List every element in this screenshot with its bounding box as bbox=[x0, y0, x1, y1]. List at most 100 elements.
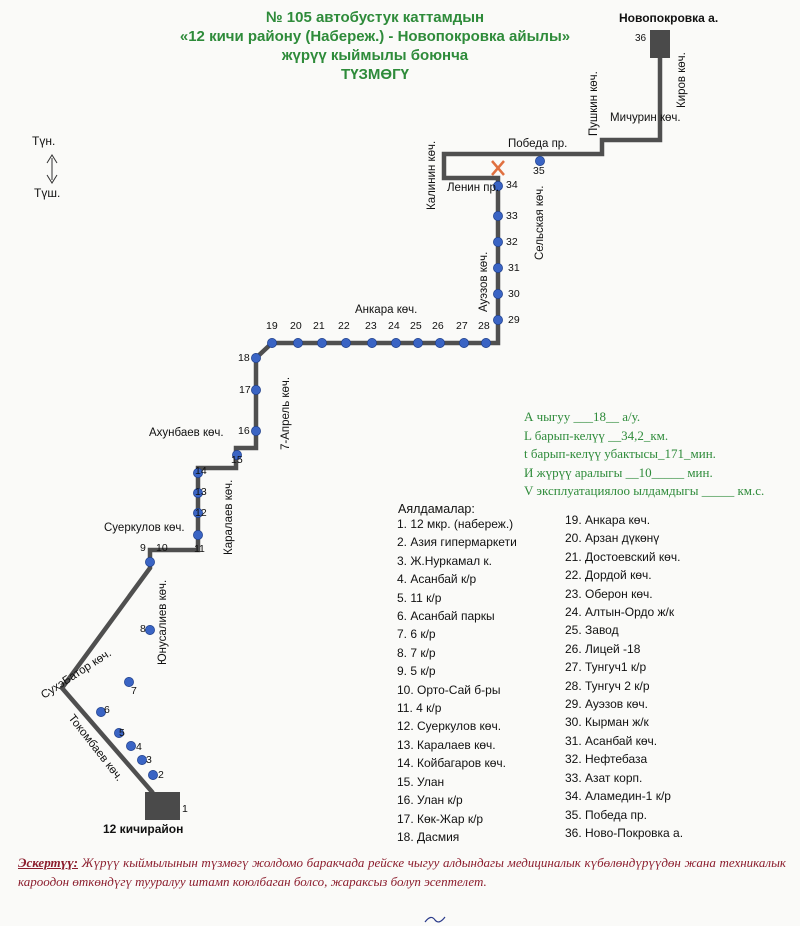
stops-list-column-1: 1. 12 мкр. (набереж.)2. Азия гипермаркет… bbox=[397, 515, 517, 846]
stop-number-20: 20 bbox=[290, 320, 302, 332]
stop-list-item: 30. Кырман ж/к bbox=[565, 715, 649, 730]
stop-number-3: 3 bbox=[146, 754, 152, 766]
stop-number-15: 15 bbox=[231, 454, 243, 466]
stop-list-item: 20. Арзан дүкөнү bbox=[565, 531, 660, 546]
stats-line-5: V эксплуатациялоо ылдамдыгы _____ км.с. bbox=[524, 483, 765, 498]
stop-list-item: 25. Завод bbox=[565, 623, 619, 638]
stop-marker-12 bbox=[193, 508, 203, 518]
end-terminal bbox=[650, 30, 670, 58]
stop-list-item: 17. Көк-Жар к/р bbox=[397, 811, 484, 826]
stop-marker-5 bbox=[114, 728, 124, 738]
stop-number-22: 22 bbox=[338, 320, 350, 332]
stop-list-item: 2. Азия гипермаркети bbox=[397, 535, 517, 550]
stop-marker-7 bbox=[124, 677, 134, 687]
stop-list-item: 33. Азат корп. bbox=[565, 770, 643, 785]
stop-marker-26 bbox=[435, 338, 445, 348]
title-line-4: ТҮЗМӨГҮ bbox=[341, 66, 409, 83]
aprel-street-label: 7-Апрель көч. bbox=[280, 377, 292, 450]
stop-list-item: 34. Аламедин-1 к/р bbox=[565, 789, 671, 804]
stop-marker-13 bbox=[193, 488, 203, 498]
stop-marker-4 bbox=[126, 741, 136, 751]
compass-north-label: Түн. bbox=[32, 134, 55, 148]
stop-marker-3 bbox=[137, 755, 147, 765]
stop-marker-22 bbox=[341, 338, 351, 348]
stop-list-item: 4. Асанбай к/р bbox=[397, 572, 477, 587]
stop-number-8: 8 bbox=[140, 623, 146, 635]
stop-number-18: 18 bbox=[238, 352, 250, 364]
stop-marker-31 bbox=[493, 263, 503, 273]
stop-marker-24 bbox=[391, 338, 401, 348]
stop-list-item: 16. Улан к/р bbox=[397, 793, 463, 808]
stop-number-31: 31 bbox=[508, 262, 520, 274]
stop-marker-14 bbox=[193, 468, 203, 478]
yunusaliev-street-label: Юнусалиев көч. bbox=[157, 580, 169, 665]
start-terminal bbox=[145, 792, 180, 820]
stop-number-24: 24 bbox=[388, 320, 400, 332]
stop-marker-25 bbox=[413, 338, 423, 348]
stop-list-item: 11. 4 к/р bbox=[397, 701, 442, 716]
kalinin-street-label: Калинин көч. bbox=[426, 141, 438, 210]
stop-list-item: 28. Тунгуч 2 к/р bbox=[565, 678, 650, 693]
stop-marker-35 bbox=[535, 156, 545, 166]
stop-number-26: 26 bbox=[432, 320, 444, 332]
suerkulov-street-label: Суеркулов көч. bbox=[104, 522, 185, 534]
stop-list-item: 35. Победа пр. bbox=[565, 807, 647, 822]
stop-marker-18 bbox=[251, 353, 261, 363]
stop-list-item: 5. 11 к/р bbox=[397, 590, 442, 605]
stop-list-item: 23. Оберон көч. bbox=[565, 586, 653, 601]
michurin-street-label: Мичурин көч. bbox=[610, 112, 681, 124]
stats-line-1: А чыгуу ___18__ а/у. bbox=[524, 409, 641, 424]
stop-list-item: 24. Алтын-Ордо ж/к bbox=[565, 605, 675, 620]
stop-number-6: 6 bbox=[104, 704, 110, 716]
stop-number-34: 34 bbox=[506, 179, 518, 191]
title-line-2: «12 кичи району (Набереж.) - Новопокровк… bbox=[179, 28, 571, 45]
stop-list-item: 18. Дасмия bbox=[397, 829, 460, 844]
title-line-1: № 105 автобустук каттамдын bbox=[265, 9, 485, 26]
kirov-street-label: Киров көч. bbox=[676, 52, 688, 108]
stop-marker-23 bbox=[367, 338, 377, 348]
stop-number-1: 1 bbox=[182, 803, 188, 815]
south-arrow-icon bbox=[46, 174, 58, 184]
stop-list-item: 6. Асанбай паркы bbox=[397, 609, 495, 624]
stop-list-item: 9. 5 к/р bbox=[397, 664, 436, 679]
stop-marker-19 bbox=[267, 338, 277, 348]
stop-marker-34 bbox=[493, 181, 503, 191]
karalaev-street-label: Каралаев көч. bbox=[223, 480, 235, 555]
stop-marker-6 bbox=[96, 707, 106, 717]
stop-list-item: 22. Дордой көч. bbox=[565, 568, 652, 583]
stop-marker-8 bbox=[145, 625, 155, 635]
stop-marker-28 bbox=[481, 338, 491, 348]
selskaya-street-label: Сельская көч. bbox=[534, 186, 546, 261]
stop-list-item: 19. Анкара көч. bbox=[565, 513, 651, 527]
route-statistics: А чыгуу ___18__ а/у. L барып-келүү __34,… bbox=[524, 408, 764, 501]
stop-number-19: 19 bbox=[266, 320, 278, 332]
stop-marker-11 bbox=[193, 530, 203, 540]
stop-marker-21 bbox=[317, 338, 327, 348]
start-name-label: 12 кичирайон bbox=[103, 822, 183, 836]
stop-list-item: 14. Койбагаров көч. bbox=[397, 756, 507, 771]
stop-number-10: 10 bbox=[156, 542, 168, 554]
stop-number-21: 21 bbox=[313, 320, 325, 332]
stop-number-27: 27 bbox=[456, 320, 468, 332]
stop-marker-27 bbox=[459, 338, 469, 348]
stop-number-12: 12 bbox=[195, 507, 207, 519]
stops-title: Аялдамалар: bbox=[398, 502, 475, 516]
end-name-label: Новопокровка а. bbox=[619, 11, 718, 25]
stop-list-item: 32. Нефтебаза bbox=[565, 752, 648, 767]
stop-marker-2 bbox=[148, 770, 158, 780]
stop-number-14: 14 bbox=[195, 465, 207, 477]
stop-number-29: 29 bbox=[508, 314, 520, 326]
stop-number-32: 32 bbox=[506, 236, 518, 248]
stop-marker-30 bbox=[493, 289, 503, 299]
stop-list-item: 15. Улан bbox=[397, 774, 445, 789]
pushkin-street-label: Пушкин көч. bbox=[588, 71, 600, 136]
auezov-street-label: Ауэзов көч. bbox=[478, 252, 490, 312]
footnote: Эскертүү: Жүрүү кыймылынын түзмөгү жолдо… bbox=[18, 853, 786, 891]
stats-line-4: И жүрүү аралыгы __10_____ мин. bbox=[524, 464, 713, 480]
stats-line-2: L барып-келүү __34,2_км. bbox=[524, 427, 669, 443]
stop-number-4: 4 bbox=[136, 741, 142, 753]
stop-number-30: 30 bbox=[508, 288, 520, 300]
